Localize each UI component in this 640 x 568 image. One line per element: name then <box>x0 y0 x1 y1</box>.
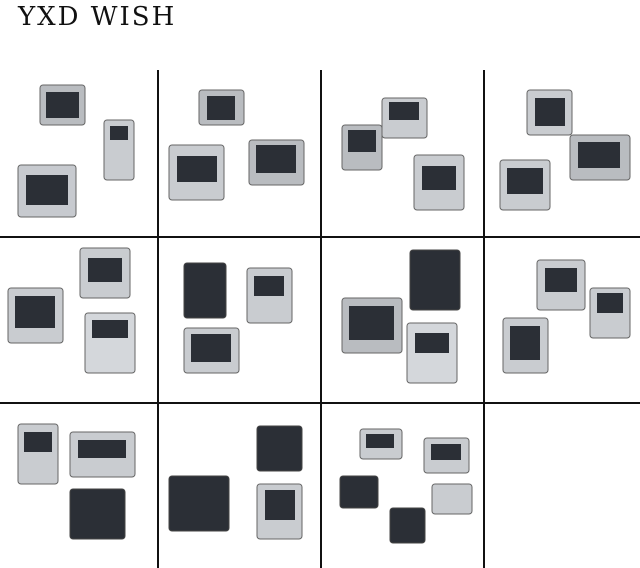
connector-image <box>341 249 461 384</box>
connector-image <box>339 428 473 544</box>
product-grid <box>0 70 640 568</box>
grid-divider <box>0 402 640 404</box>
connector-image <box>183 262 293 374</box>
product-cell-8 <box>485 238 640 402</box>
product-cell-10 <box>159 404 320 568</box>
connector-image <box>341 97 465 211</box>
product-cell-7 <box>322 238 483 402</box>
grid-divider <box>157 70 159 568</box>
product-cell-3 <box>322 70 483 236</box>
connector-image <box>168 89 305 201</box>
brand-title: YXD WISH <box>18 2 177 32</box>
product-cell-5 <box>0 238 157 402</box>
product-cell-9 <box>0 404 157 568</box>
product-cell-12-empty <box>485 404 640 568</box>
connector-image <box>499 89 631 211</box>
grid-divider <box>320 70 322 568</box>
product-cell-2 <box>159 70 320 236</box>
connector-image <box>168 425 303 540</box>
connector-image <box>502 259 631 374</box>
connector-image <box>7 247 136 374</box>
grid-divider <box>483 70 485 568</box>
product-cell-4 <box>485 70 640 236</box>
connector-image <box>17 84 135 218</box>
grid-divider <box>0 236 640 238</box>
product-cell-11 <box>322 404 483 568</box>
product-cell-1 <box>0 70 157 236</box>
product-cell-6 <box>159 238 320 402</box>
connector-image <box>17 423 136 540</box>
